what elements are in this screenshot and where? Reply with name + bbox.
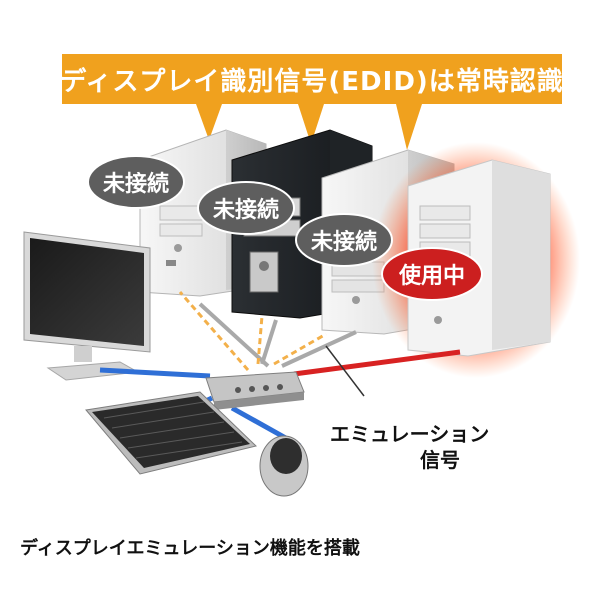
status-text-3: 未接続	[310, 230, 377, 255]
edid-banner	[62, 54, 562, 150]
kvm-switch	[205, 371, 305, 410]
status-text-2: 未接続	[212, 198, 279, 223]
status-bubble-3	[295, 213, 393, 267]
status-bubble-4-active	[381, 247, 483, 301]
caption: ディスプレイエミュレーション機能を搭載	[20, 538, 360, 559]
monitor	[23, 231, 151, 381]
emulation-label-line1: エミュレーション	[330, 422, 490, 446]
mouse	[259, 435, 309, 497]
status-text-1: 未接続	[102, 172, 169, 197]
emulation-label-line2: 信号	[420, 448, 460, 472]
status-bubble-1	[87, 155, 185, 209]
keyboard	[85, 391, 258, 475]
status-text-4: 使用中	[398, 264, 465, 289]
banner-text: ディスプレイ識別信号(EDID)は常時認識	[60, 66, 564, 97]
status-bubble-2	[197, 181, 295, 235]
